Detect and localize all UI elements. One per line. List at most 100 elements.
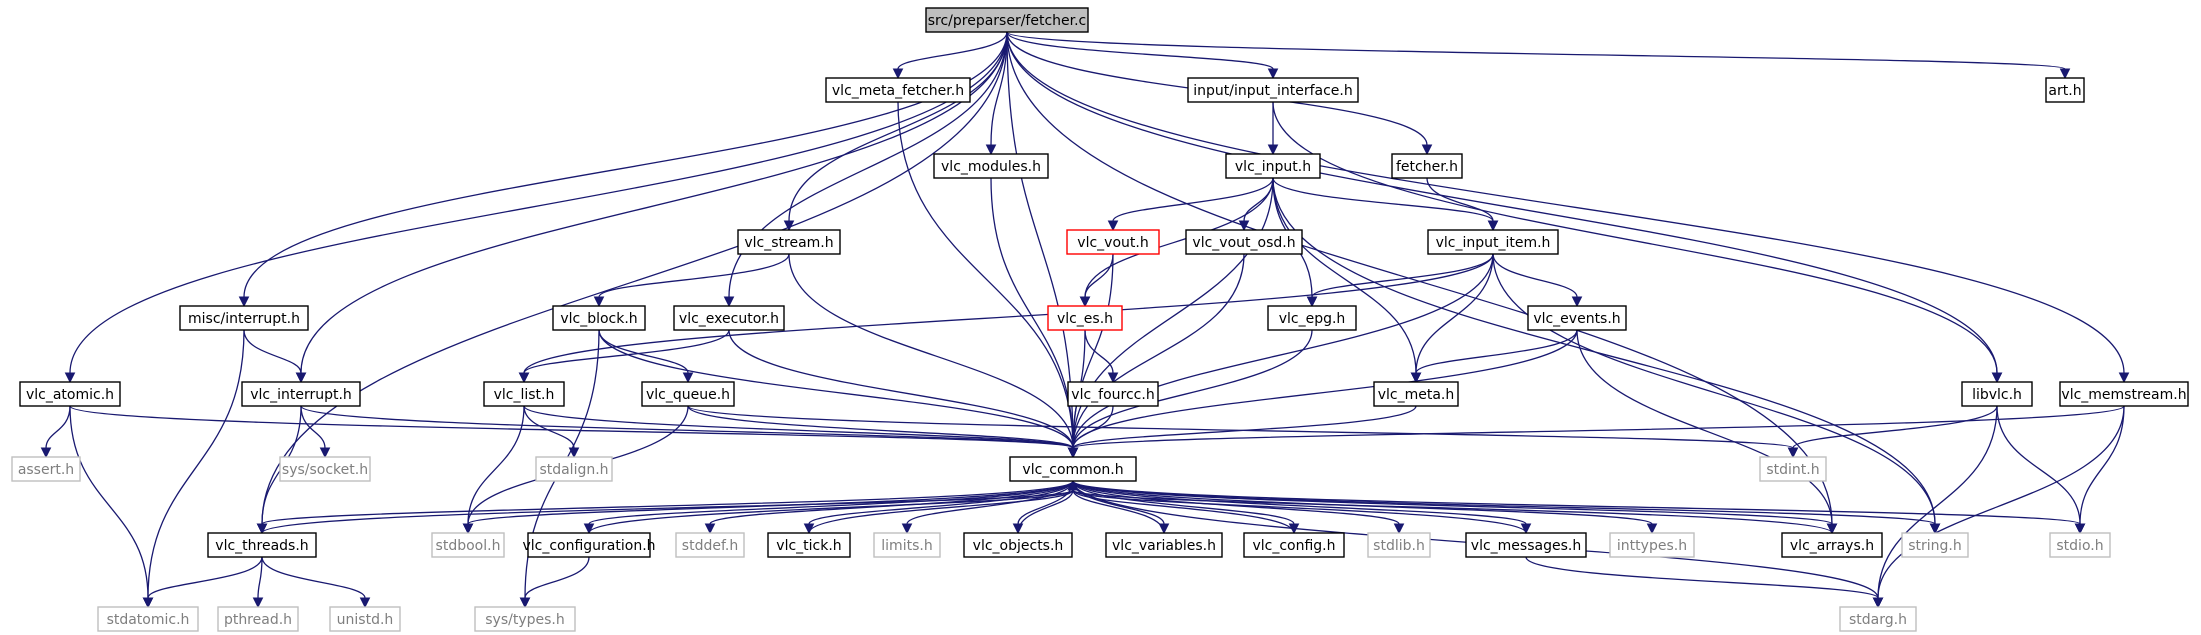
node-vlc-config-h[interactable]: vlc_config.h: [1243, 532, 1345, 558]
node-box: [963, 532, 1073, 558]
node-vlc-tick-h[interactable]: vlc_tick.h: [767, 532, 851, 558]
node-box: [1901, 532, 1969, 558]
node-box: [1609, 532, 1695, 558]
node-box: [1839, 606, 1917, 632]
node-unistd-h: unistd.h: [329, 606, 401, 632]
edge-vlc_input_item_h-to-vlc_events_h: [1492, 253, 1583, 308]
node-vlc-list-h[interactable]: vlc_list.h: [483, 381, 565, 407]
node-vlc-es-h[interactable]: vlc_es.h: [1047, 305, 1123, 331]
arrowhead: [704, 523, 716, 535]
node-box: [1185, 229, 1303, 255]
node-label: stdlib.h: [1373, 538, 1425, 554]
node-box: [925, 7, 1089, 33]
edge-vlc_memstream_h-to-vlc_common_h: [1067, 405, 2125, 459]
edge-vlc_input_item_h-to-vlc_meta_h: [1410, 253, 1494, 384]
node-vlc-queue-h[interactable]: vlc_queue.h: [641, 381, 735, 407]
node-box: [2049, 532, 2111, 558]
node-vlc-stream-h[interactable]: vlc_stream.h: [737, 229, 841, 255]
node-box: [1373, 381, 1459, 407]
edge-vlc_threads_h-to-stdatomic_h: [142, 556, 263, 609]
node-box: [1465, 532, 1587, 558]
edge-vlc_meta_h-to-vlc_common_h: [1067, 405, 1417, 459]
edge-vlc_vout_h-to-vlc_es_h: [1079, 253, 1114, 308]
node-stdlib-h: stdlib.h: [1367, 532, 1431, 558]
node-libvlc-h[interactable]: libvlc.h: [1961, 381, 2033, 407]
node-vlc-arrays-h[interactable]: vlc_arrays.h: [1781, 532, 1883, 558]
node-vlc-block-h[interactable]: vlc_block.h: [552, 305, 646, 331]
node-vlc-executor-h[interactable]: vlc_executor.h: [673, 305, 785, 331]
node-vlc-fourcc-h[interactable]: vlc_fourcc.h: [1067, 381, 1159, 407]
node-vlc-input-h[interactable]: vlc_input.h: [1225, 153, 1321, 179]
node-vlc-vout-h[interactable]: vlc_vout.h: [1066, 229, 1160, 255]
node-label: sys/types.h: [485, 612, 564, 628]
node-vlc-objects-h[interactable]: vlc_objects.h: [963, 532, 1073, 558]
arrowhead: [1067, 479, 1079, 491]
node-misc-interrupt-h[interactable]: misc/interrupt.h: [179, 305, 309, 331]
node-label: vlc_arrays.h: [1790, 538, 1874, 554]
node-vlc-modules-h[interactable]: vlc_modules.h: [933, 153, 1049, 179]
node-stdbool-h: stdbool.h: [431, 532, 505, 558]
node-label: vlc_meta_fetcher.h: [832, 83, 964, 99]
arrowhead: [1872, 597, 1884, 609]
node-limits-h: limits.h: [873, 532, 941, 558]
node-vlc-meta-fetcher-h[interactable]: vlc_meta_fetcher.h: [825, 77, 971, 103]
node-vlc-variables-h[interactable]: vlc_variables.h: [1105, 532, 1223, 558]
arrowhead: [2074, 523, 2086, 535]
node-box: [673, 305, 785, 331]
edge-vlc_configuration_h-to-vlc_common_h: [588, 479, 1079, 534]
node-fetcher-h[interactable]: fetcher.h: [1391, 153, 1463, 179]
edge-vlc_memstream_h-to-stdio_h: [2074, 405, 2125, 535]
node-vlc-interrupt-h[interactable]: vlc_interrupt.h: [241, 381, 361, 407]
node-box: [217, 606, 299, 632]
arrowhead: [1571, 296, 1583, 308]
node-vlc-threads-h[interactable]: vlc_threads.h: [207, 532, 317, 558]
arrowhead: [1487, 220, 1499, 232]
edge-vlc_configuration_h-to-sys_types_h: [519, 556, 590, 609]
node-vlc-meta-h[interactable]: vlc_meta.h: [1373, 381, 1459, 407]
node-label: stdio.h: [2056, 538, 2103, 554]
node-label: stdatomic.h: [107, 612, 190, 628]
node-vlc-common-h[interactable]: vlc_common.h: [1009, 456, 1137, 482]
node-vlc-memstream-h[interactable]: vlc_memstream.h: [2059, 381, 2189, 407]
node-vlc-epg-h[interactable]: vlc_epg.h: [1267, 305, 1357, 331]
node-vlc-configuration-h[interactable]: vlc_configuration.h: [522, 532, 656, 558]
node-label: vlc_list.h: [494, 387, 555, 403]
edge-fetcher_c-to-libvlc_h: [1006, 31, 2003, 384]
edge-vlc_common_h-to-stdio_h: [1072, 480, 2086, 535]
node-box: [1243, 532, 1345, 558]
node-vlc-vout-osd-h[interactable]: vlc_vout_osd.h: [1185, 229, 1303, 255]
node-vlc-input-item-h[interactable]: vlc_input_item.h: [1427, 229, 1559, 255]
edge-vlc_executor_h-to-vlc_list_h: [518, 329, 730, 384]
node-box: [207, 532, 317, 558]
arrowhead: [1267, 144, 1279, 156]
edge-vlc_stream_h-to-vlc_block_h: [593, 253, 790, 308]
node-label: vlc_configuration.h: [522, 538, 655, 554]
node-box: [279, 456, 371, 482]
edge-vlc_interrupt_h-to-sys_socket_h: [300, 405, 331, 459]
node-vlc-atomic-h[interactable]: vlc_atomic.h: [19, 381, 121, 407]
node-fetcher-c[interactable]: src/preparser/fetcher.c: [925, 7, 1089, 33]
edge-vlc_common_h-to-string_h: [1072, 480, 1941, 535]
node-box: [933, 153, 1049, 179]
arrowhead: [682, 372, 694, 384]
node-input-interface-h[interactable]: input/input_interface.h: [1187, 77, 1359, 103]
arrowhead: [901, 523, 913, 535]
node-label: vlc_common.h: [1022, 462, 1123, 478]
node-box: [2045, 77, 2085, 103]
edge-libvlc_h-to-stdio_h: [1996, 405, 2086, 535]
node-art-h[interactable]: art.h: [2045, 77, 2085, 103]
node-box: [11, 456, 81, 482]
edge-vlc_queue_h-to-stdint_h: [687, 405, 1799, 459]
edge-vlc_input_item_h-to-vlc_epg_h: [1306, 253, 1494, 308]
edge-fetcher_c-to-art_h: [1006, 31, 2071, 80]
edge-vlc_common_h-to-vlc_arrays_h: [1072, 480, 1838, 535]
node-vlc-events-h[interactable]: vlc_events.h: [1527, 305, 1627, 331]
arrowhead: [256, 523, 268, 535]
node-box: [1367, 532, 1431, 558]
arrowhead: [892, 68, 904, 80]
node-vlc-messages-h[interactable]: vlc_messages.h: [1465, 532, 1587, 558]
node-label: vlc_input_item.h: [1436, 235, 1551, 251]
edge-vlc_block_h-to-vlc_queue_h: [598, 329, 694, 384]
arrowhead: [1421, 144, 1433, 156]
